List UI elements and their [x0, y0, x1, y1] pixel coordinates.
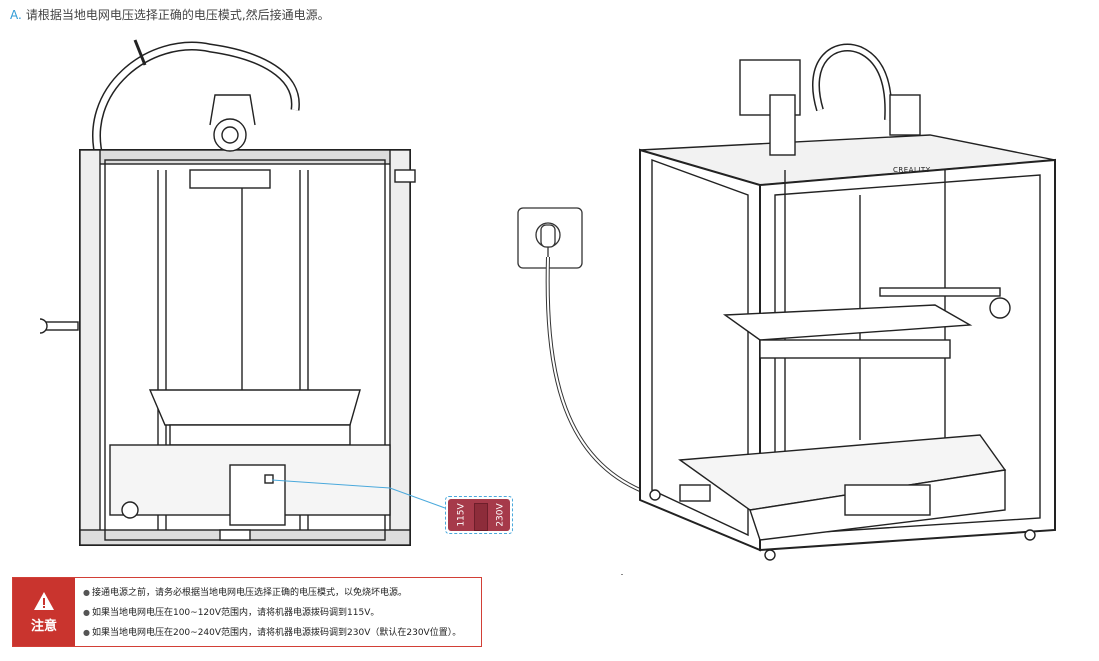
step-instruction: 请根据当地电网电压选择正确的电压模式,然后接通电源。 [25, 8, 330, 22]
caution-sidebar: 注意 [13, 578, 75, 646]
voltage-switch: 115V 230V [448, 499, 510, 531]
voltage-switch-callout: 115V 230V [445, 496, 513, 534]
brand-mark: CREALITY [893, 166, 931, 174]
caution-label: 注意 [30, 618, 57, 634]
printer-back-view-illustration [40, 39, 416, 546]
stray-mark [621, 574, 623, 575]
wall-socket-icon [517, 207, 583, 269]
step-letter: A. [10, 8, 22, 22]
caution-item: 如果当地电网电压在200~240V范围内，请将机器电源拨码调到230V（默认在2… [83, 623, 461, 643]
voltage-option-115v: 115V [456, 503, 467, 527]
caution-list: 接通电源之前，请务必根据当地电网电压选择正确的电压模式，以免烧坏电源。 如果当地… [75, 578, 469, 646]
switch-callout-line [271, 479, 446, 509]
caution-item: 如果当地电网电压在100~120V范围内，请将机器电源拨码调到115V。 [83, 603, 461, 623]
caution-notice: 注意 接通电源之前，请务必根据当地电网电压选择正确的电压模式，以免烧坏电源。 如… [12, 577, 482, 647]
voltage-option-230v: 230V [495, 503, 506, 527]
warning-icon [34, 591, 54, 610]
step-heading: A.请根据当地电网电压选择正确的电压模式,然后接通电源。 [10, 6, 330, 23]
switch-knob [474, 503, 488, 531]
caution-item: 接通电源之前，请务必根据当地电网电压选择正确的电压模式，以免烧坏电源。 [83, 583, 461, 603]
printer-front-view-illustration [639, 43, 1056, 561]
